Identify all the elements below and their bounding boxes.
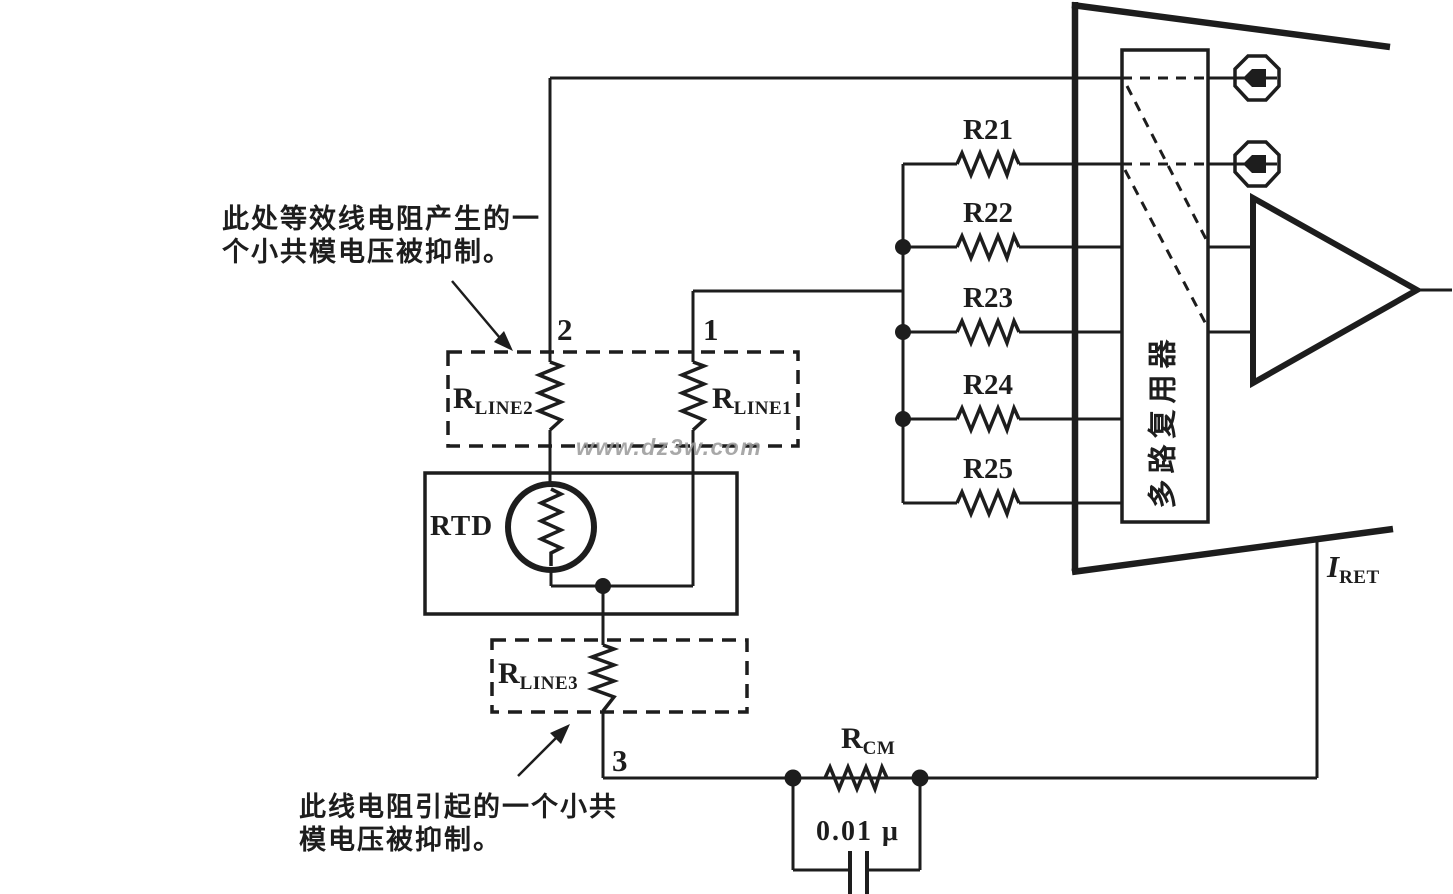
node-label-1: 1 bbox=[703, 312, 719, 347]
rline12-box bbox=[446, 350, 800, 448]
node-label-2: 2 bbox=[557, 312, 573, 347]
capacitor-symbol bbox=[848, 851, 869, 894]
mux-switch-path-2 bbox=[1123, 169, 1210, 329]
label-r23: R23 bbox=[963, 282, 1013, 314]
resistor-rline1 bbox=[677, 360, 709, 432]
rline3-box bbox=[490, 638, 749, 714]
watermark-text: www.dz3w.com bbox=[576, 434, 763, 460]
node-label-3: 3 bbox=[612, 743, 628, 778]
annotation-top-line2: 个小共模电压被抑制。 bbox=[222, 237, 512, 267]
resistor-rline2 bbox=[534, 360, 566, 432]
label-rline2: RLINE2 bbox=[453, 382, 534, 419]
rtd-box bbox=[423, 471, 739, 616]
resistor-r21 bbox=[955, 148, 1021, 181]
annotation-arrow-bottom bbox=[517, 724, 570, 777]
label-r21: R21 bbox=[963, 114, 1013, 146]
annotation-arrow-top bbox=[451, 280, 513, 351]
dashed-boxes bbox=[446, 350, 800, 714]
amplifier-triangle bbox=[1250, 192, 1424, 389]
device-boundary bbox=[1071, 1, 1394, 576]
label-r25: R25 bbox=[963, 453, 1013, 485]
label-rcm: RCM bbox=[841, 722, 896, 759]
annotation-bottom-line1: 此线电阻引起的一个小共 bbox=[299, 792, 618, 822]
rtd-circle bbox=[505, 481, 597, 573]
mux-box bbox=[1120, 48, 1210, 524]
mux-switch-path-1 bbox=[1125, 85, 1210, 244]
connector-jack-2 bbox=[1233, 140, 1281, 188]
annotation-bottom-line2: 模电压被抑制。 bbox=[299, 825, 502, 855]
annotation-top-line1: 此处等效线电阻产生的一 bbox=[222, 204, 541, 234]
label-r24: R24 bbox=[963, 369, 1013, 401]
label-rline1: RLINE1 bbox=[712, 382, 793, 419]
label-capacitor-value: 0.01 μ bbox=[816, 816, 900, 847]
resistor-r22 bbox=[955, 231, 1021, 264]
resistors bbox=[534, 148, 1021, 795]
resistor-rcm bbox=[823, 762, 889, 795]
resistor-rline3 bbox=[586, 643, 620, 713]
junction-dots bbox=[595, 239, 929, 787]
resistor-rtd bbox=[536, 487, 566, 566]
resistor-r23 bbox=[955, 316, 1021, 349]
connector-jack-1 bbox=[1233, 54, 1281, 102]
label-multiplexer: 多路复用器 bbox=[1147, 333, 1180, 509]
mux-channels bbox=[1122, 76, 1210, 329]
resistor-r25 bbox=[955, 487, 1021, 520]
label-rtd: RTD bbox=[430, 510, 494, 542]
label-r22: R22 bbox=[963, 197, 1013, 229]
label-iret: IRET bbox=[1327, 549, 1380, 588]
resistor-r24 bbox=[955, 403, 1021, 436]
wires bbox=[548, 76, 1452, 872]
label-rline3: RLINE3 bbox=[498, 657, 579, 694]
